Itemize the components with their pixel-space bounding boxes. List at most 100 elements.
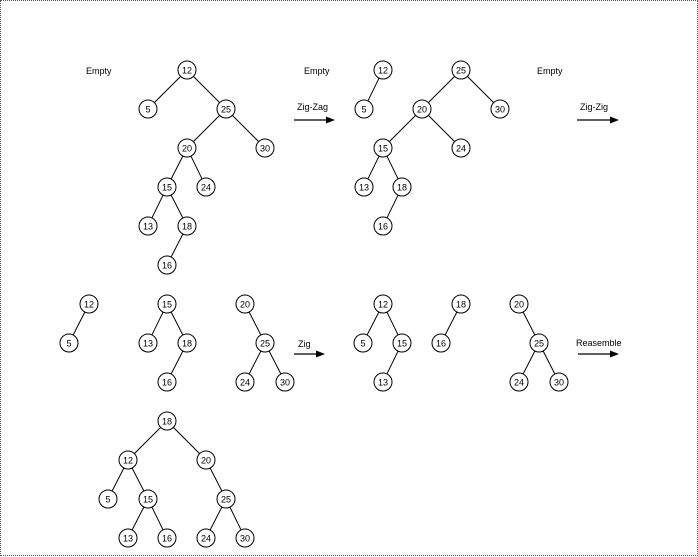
edge-t2R-25-20	[428, 76, 455, 103]
reassemble-label: Reasemble	[576, 338, 622, 348]
node-value: 24	[201, 534, 211, 544]
node-value: 25	[260, 339, 270, 349]
tree-node-t2L-5: 5	[354, 99, 374, 119]
tree-node-t1-25: 25	[216, 99, 236, 119]
edge-t3A-12-5	[72, 311, 86, 336]
tree-node-t5-18: 18	[157, 411, 177, 431]
node-value: 24	[514, 378, 524, 388]
tree-node-t3A-5: 5	[59, 333, 79, 353]
node-circle	[177, 138, 197, 158]
edge-t5-25-30	[229, 506, 242, 531]
node-value: 5	[360, 339, 365, 349]
node-circle	[392, 177, 412, 197]
node-circle	[255, 138, 275, 158]
node-circle	[354, 99, 374, 119]
node-circle	[157, 372, 177, 392]
edge-t1-12-5	[154, 76, 181, 103]
edge-t3B-18-16	[170, 350, 184, 375]
tree-node-t2R-24: 24	[451, 138, 471, 158]
tree-node-t1-18: 18	[177, 216, 197, 236]
node-value: 12	[378, 300, 388, 310]
tree-node-t5-15: 15	[138, 489, 158, 509]
node-circle	[157, 411, 177, 431]
edge-t2R-15-18	[386, 155, 399, 180]
edge-t2R-20-15	[389, 115, 416, 142]
node-circle	[255, 333, 275, 353]
node-value: 24	[456, 144, 466, 154]
tree-node-t2R-30: 30	[490, 99, 510, 119]
tree-node-t3B-13: 13	[138, 333, 158, 353]
empty-label-1: Empty	[86, 66, 112, 76]
node-circle	[157, 528, 177, 548]
node-circle	[138, 333, 158, 353]
node-circle	[373, 372, 393, 392]
edge-t2R-25-30	[467, 76, 494, 103]
tree-node-t5-13: 13	[118, 528, 138, 548]
node-value: 16	[162, 261, 172, 271]
node-circle	[138, 489, 158, 509]
edge-t4A-12-5	[366, 311, 380, 336]
tree-node-t2R-18: 18	[392, 177, 412, 197]
node-value: 20	[182, 144, 192, 154]
node-circle	[392, 333, 412, 353]
tree-node-t3B-16: 16	[157, 372, 177, 392]
node-value: 12	[123, 456, 133, 466]
node-value: 24	[240, 378, 250, 388]
node-circle	[138, 99, 158, 119]
node-circle	[59, 333, 79, 353]
tree-node-t4A-13: 13	[373, 372, 393, 392]
tree-node-t1-12: 12	[177, 60, 197, 80]
empty-label-3: Empty	[537, 66, 563, 76]
node-circle	[353, 333, 373, 353]
node-value: 15	[143, 495, 153, 505]
tree-node-t3B-15: 15	[157, 294, 177, 314]
tree-node-t2R-20: 20	[412, 99, 432, 119]
zig-zag-arrow	[294, 116, 335, 124]
node-circle	[373, 294, 393, 314]
node-value: 13	[359, 183, 369, 193]
node-circle	[235, 528, 255, 548]
tree-node-t3C-20: 20	[235, 294, 255, 314]
node-value: 18	[182, 339, 192, 349]
edge-t3C-20-25	[248, 311, 262, 336]
tree-node-t5-20: 20	[196, 450, 216, 470]
node-value: 16	[436, 339, 446, 349]
node-circle	[196, 177, 216, 197]
tree-node-t5-25: 25	[216, 489, 236, 509]
tree-node-t2R-16: 16	[373, 216, 393, 236]
node-value: 13	[143, 222, 153, 232]
node-circle	[412, 99, 432, 119]
node-value: 20	[201, 456, 211, 466]
tree-node-t3C-25: 25	[255, 333, 275, 353]
edge-t1-20-15	[170, 155, 184, 180]
edge-t2R-15-13	[367, 155, 380, 180]
node-circle	[235, 372, 255, 392]
edge-t5-18-20	[173, 427, 200, 454]
node-circle	[451, 60, 471, 80]
tree-node-t2R-15: 15	[373, 138, 393, 158]
edge-t1-20-24	[190, 155, 203, 180]
node-circle	[118, 528, 138, 548]
edge-t1-15-18	[170, 194, 184, 219]
node-value: 5	[105, 495, 110, 505]
node-value: 15	[397, 339, 407, 349]
node-circle	[157, 294, 177, 314]
tree-node-t2R-13: 13	[354, 177, 374, 197]
zig-label: Zig	[298, 339, 311, 349]
tree-node-t5-24: 24	[196, 528, 216, 548]
tree-node-t4C-20: 20	[509, 294, 529, 314]
node-value: 12	[378, 66, 388, 76]
node-value: 25	[221, 105, 231, 115]
edge-t3C-25-30	[268, 350, 282, 375]
edge-t2L-12-5	[367, 77, 380, 102]
tree-node-t4A-5: 5	[353, 333, 373, 353]
tree-node-t1-15: 15	[157, 177, 177, 197]
node-value: 20	[240, 300, 250, 310]
edge-t2R-20-24	[428, 115, 455, 142]
tree-node-t4A-12: 12	[373, 294, 393, 314]
node-circle	[138, 216, 158, 236]
tree-node-t4B-18: 18	[451, 294, 471, 314]
node-circle	[373, 216, 393, 236]
tree-node-t1-30: 30	[255, 138, 275, 158]
